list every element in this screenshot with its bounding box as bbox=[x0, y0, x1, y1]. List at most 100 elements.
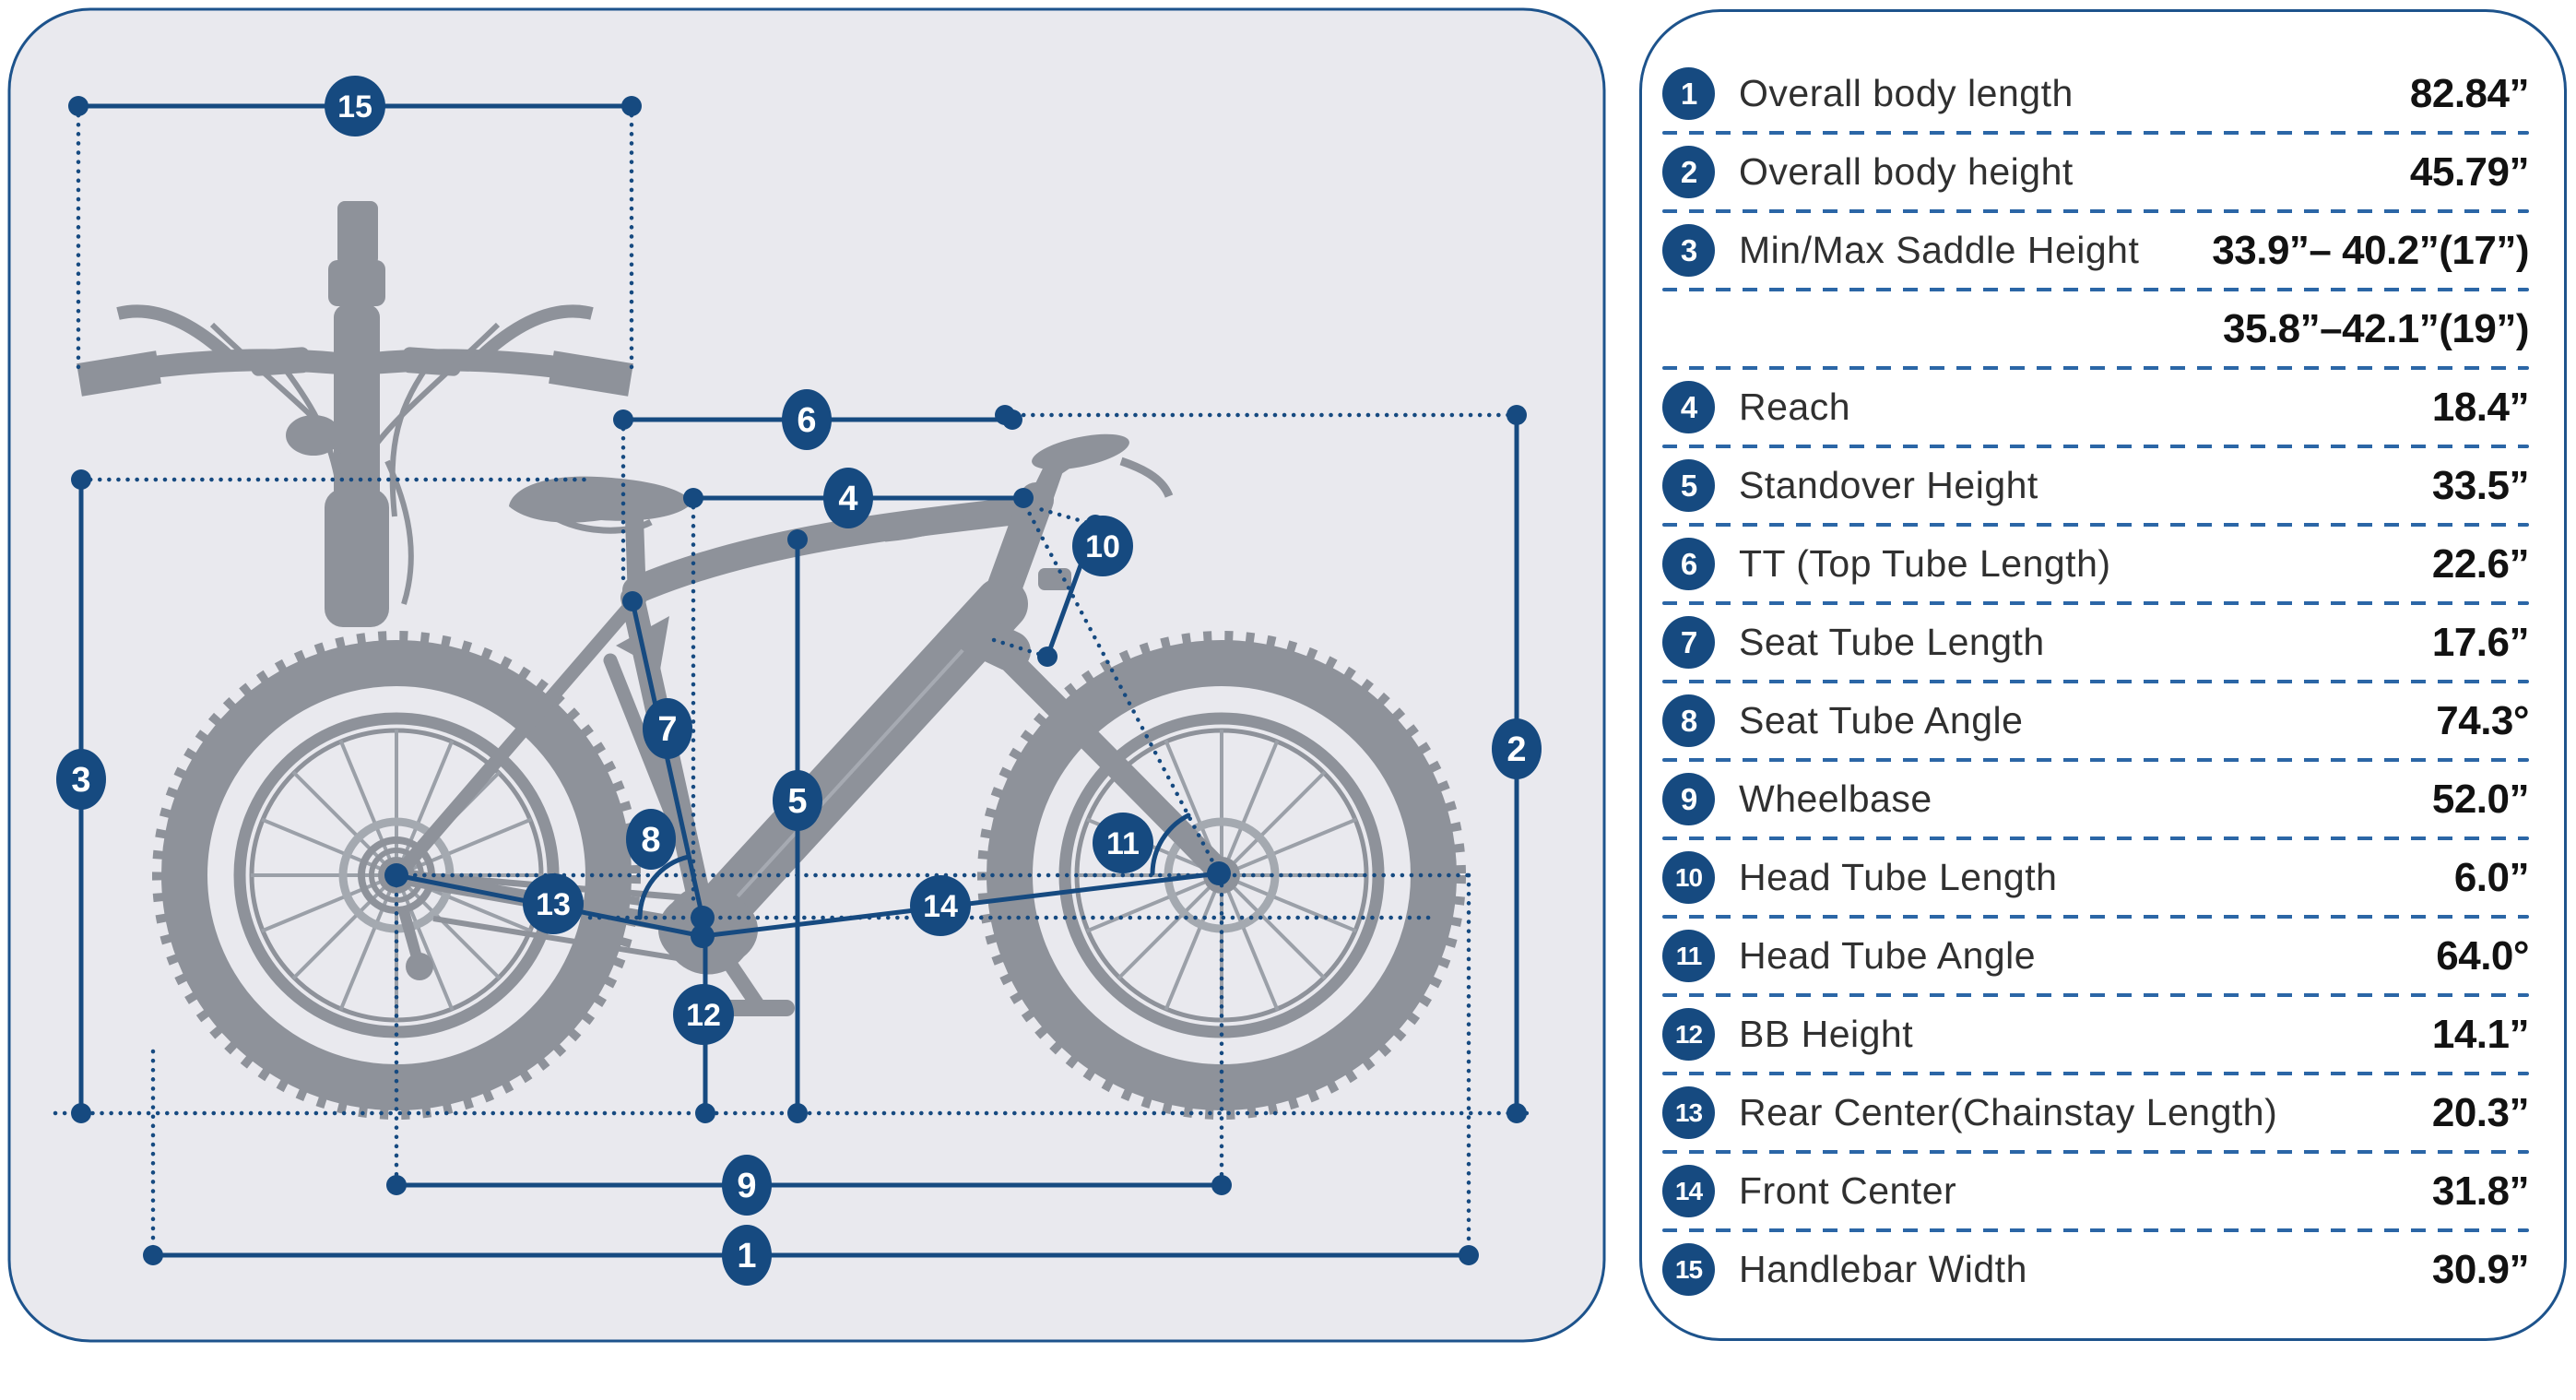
row-measurement-label: Seat Tube Length bbox=[1739, 621, 2045, 663]
measure-badge-5: 5 bbox=[773, 770, 822, 831]
row-number-badge: 11 bbox=[1662, 930, 1715, 982]
row-measurement-label: TT (Top Tube Length) bbox=[1739, 542, 2111, 585]
row-number-badge: 8 bbox=[1662, 694, 1715, 747]
spec-row: 6 TT (Top Tube Length) 22.6” bbox=[1659, 525, 2530, 605]
spec-row: 13 Rear Center(Chainstay Length) 20.3” bbox=[1659, 1074, 2530, 1154]
row-measurement-label: Min/Max Saddle Height bbox=[1739, 229, 2140, 271]
row-number-badge: 9 bbox=[1662, 773, 1715, 825]
row-measurement-value: 82.84” bbox=[2409, 70, 2530, 116]
measure-badge-4: 4 bbox=[823, 468, 873, 528]
row-measurement-label: Head Tube Length bbox=[1739, 856, 2058, 898]
measure-badge-11: 11 bbox=[1093, 813, 1153, 873]
measure-badge-12: 12 bbox=[673, 984, 734, 1045]
row-number-badge: 3 bbox=[1662, 224, 1715, 277]
svg-text:9: 9 bbox=[737, 1167, 756, 1205]
diagram-measure-badges: 1 2 3 4 5 6 7 bbox=[56, 76, 1542, 1286]
measure-badge-14: 14 bbox=[910, 875, 971, 936]
svg-text:15: 15 bbox=[337, 89, 372, 125]
row-number-badge: 13 bbox=[1662, 1086, 1715, 1139]
measure-badge-6: 6 bbox=[782, 389, 832, 450]
spec-row: 2 Overall body height 45.79” bbox=[1659, 133, 2530, 213]
diagram-panel-background bbox=[7, 7, 1606, 1343]
svg-text:8: 8 bbox=[641, 821, 660, 860]
svg-text:11: 11 bbox=[1106, 826, 1140, 861]
row-number-badge: 1 bbox=[1662, 67, 1715, 120]
row-number-badge: 2 bbox=[1662, 146, 1715, 198]
row-measurement-label: Standover Height bbox=[1739, 464, 2038, 506]
spec-row: 3 Min/Max Saddle Height 33.9”– 40.2”(17”) bbox=[1659, 211, 2529, 291]
row-measurement-value: 64.0° bbox=[2436, 932, 2529, 979]
row-number-badge: 12 bbox=[1662, 1008, 1715, 1061]
row-number-badge: 14 bbox=[1662, 1165, 1715, 1217]
row-measurement-label: Seat Tube Angle bbox=[1739, 699, 2024, 742]
svg-text:6: 6 bbox=[797, 401, 816, 440]
row-measurement-value: 14.1” bbox=[2431, 1011, 2530, 1057]
svg-text:10: 10 bbox=[1085, 529, 1120, 564]
spec-row: 8 Seat Tube Angle 74.3° bbox=[1659, 682, 2529, 762]
row-measurement-value: 33.9”– 40.2”(17”) bbox=[2212, 227, 2529, 273]
row-measurement-label: Overall body height bbox=[1739, 150, 2074, 193]
measure-badge-9: 9 bbox=[722, 1155, 772, 1216]
reference-dotted-lines bbox=[53, 103, 1533, 1258]
measure-badge-2: 2 bbox=[1492, 718, 1542, 779]
head-tube-angle-arc bbox=[1150, 813, 1191, 876]
row-measurement-label: Rear Center(Chainstay Length) bbox=[1739, 1091, 2278, 1133]
row-number-badge: 6 bbox=[1662, 538, 1715, 590]
spec-panel: 1 Overall body length 82.84” 2 Overall body … bbox=[1639, 9, 2567, 1341]
row-measurement-label: Front Center bbox=[1739, 1169, 1957, 1212]
measure-badge-13: 13 bbox=[523, 873, 584, 934]
measure-badge-7: 7 bbox=[643, 698, 692, 759]
measure-badge-8: 8 bbox=[626, 809, 676, 870]
row-measurement-label: Reach bbox=[1739, 386, 1851, 428]
spec-row: 9 Wheelbase 52.0” bbox=[1659, 760, 2530, 840]
spec-row: 1 Overall body length 82.84” bbox=[1659, 54, 2530, 135]
row-measurement-label: Head Tube Angle bbox=[1739, 934, 2037, 977]
row-measurement-label: Wheelbase bbox=[1739, 777, 1932, 820]
spec-row: 4 Reach 18.4” bbox=[1659, 368, 2530, 448]
spec-table: 1 Overall body length 82.84” 2 Overall body … bbox=[1659, 54, 2530, 1309]
row-measurement-value: 31.8” bbox=[2431, 1168, 2530, 1214]
row-measurement-value: 6.0” bbox=[2453, 854, 2530, 900]
spec-row: 11 Head Tube Angle 64.0° bbox=[1659, 917, 2529, 997]
spec-row: 35.8”–42.1”(19”) bbox=[1659, 290, 2530, 370]
spec-row: 14 Front Center 31.8” bbox=[1659, 1152, 2530, 1232]
svg-text:4: 4 bbox=[838, 480, 857, 518]
row-measurement-value: 45.79” bbox=[2409, 148, 2530, 195]
seat-tube-angle-arc bbox=[637, 854, 691, 920]
svg-text:7: 7 bbox=[657, 710, 677, 749]
row-measurement-value: 22.6” bbox=[2431, 540, 2530, 587]
row-measurement-value: 74.3° bbox=[2436, 697, 2529, 743]
row-measurement-value: 20.3” bbox=[2431, 1089, 2530, 1135]
row-measurement-value: 52.0” bbox=[2431, 776, 2530, 822]
dimension-endpoint-dots bbox=[68, 96, 1527, 1265]
frame bbox=[392, 433, 1227, 1016]
dim-line-seat-tube bbox=[630, 599, 705, 920]
row-measurement-value: 17.6” bbox=[2431, 619, 2530, 665]
svg-text:3: 3 bbox=[71, 761, 90, 800]
row-number-badge: 4 bbox=[1662, 381, 1715, 433]
measure-badge-3: 3 bbox=[56, 749, 106, 810]
svg-text:13: 13 bbox=[536, 887, 571, 922]
row-measurement-label: Overall body length bbox=[1739, 72, 2074, 114]
row-measurement-label: BB Height bbox=[1739, 1013, 1914, 1055]
measure-badge-1: 1 bbox=[722, 1225, 772, 1286]
row-measurement-label: Handlebar Width bbox=[1739, 1248, 2027, 1290]
svg-text:14: 14 bbox=[923, 889, 958, 924]
row-number-badge: 7 bbox=[1662, 616, 1715, 669]
svg-text:5: 5 bbox=[787, 782, 807, 821]
handlebar-front-view bbox=[77, 201, 633, 627]
row-number-badge: 15 bbox=[1662, 1243, 1715, 1296]
row-measurement-value: 35.8”–42.1”(19”) bbox=[2223, 305, 2530, 351]
row-number-badge: 5 bbox=[1662, 459, 1715, 512]
svg-text:2: 2 bbox=[1507, 730, 1526, 769]
spec-row: 7 Seat Tube Length 17.6” bbox=[1659, 603, 2530, 683]
row-measurement-value: 18.4” bbox=[2431, 384, 2530, 430]
spec-row: 12 BB Height 14.1” bbox=[1659, 995, 2530, 1075]
measure-badge-10: 10 bbox=[1072, 516, 1133, 576]
bike-side-view bbox=[159, 433, 1459, 1113]
